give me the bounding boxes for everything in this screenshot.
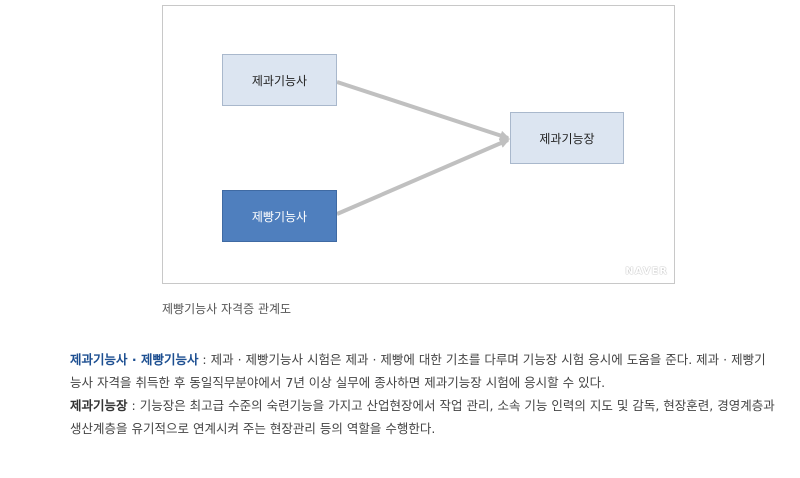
term-master: 제과기능장 (70, 398, 128, 413)
figure-caption: 제빵기능사 자격증 관계도 (162, 302, 292, 316)
paragraph-text: 기능장은 최고급 수준의 숙련기능을 가지고 산업현장에서 작업 관리, 소속 … (70, 398, 775, 436)
arrow-n2-to-n3 (336, 138, 510, 216)
arrow-n1-to-n3 (336, 80, 510, 141)
paragraph-master: 제과기능장 : 기능장은 최고급 수준의 숙련기능을 가지고 산업현장에서 작업… (70, 394, 776, 440)
separator: : (198, 352, 211, 367)
term-technician: 제과기능사 · 제빵기능사 (70, 352, 199, 367)
description: 제과기능사 · 제빵기능사 : 제과 · 제빵기능사 시험은 제과 · 제빵에 … (70, 348, 776, 440)
relationship-diagram: 제과기능사 제빵기능사 제과기능장 NAVER (162, 5, 675, 284)
diagram-arrows (336, 80, 510, 216)
node-confectionery-master: 제과기능장 (510, 112, 624, 164)
paragraph-text: 제과 · 제빵기능사 시험은 제과 · 제빵에 대한 기초를 다루며 기능장 시… (70, 352, 766, 390)
paragraph-technician: 제과기능사 · 제빵기능사 : 제과 · 제빵기능사 시험은 제과 · 제빵에 … (70, 348, 776, 394)
separator: : (127, 398, 140, 413)
node-baking-technician: 제빵기능사 (222, 190, 337, 242)
node-confectionery-technician: 제과기능사 (222, 54, 337, 106)
naver-watermark: NAVER (625, 266, 668, 277)
